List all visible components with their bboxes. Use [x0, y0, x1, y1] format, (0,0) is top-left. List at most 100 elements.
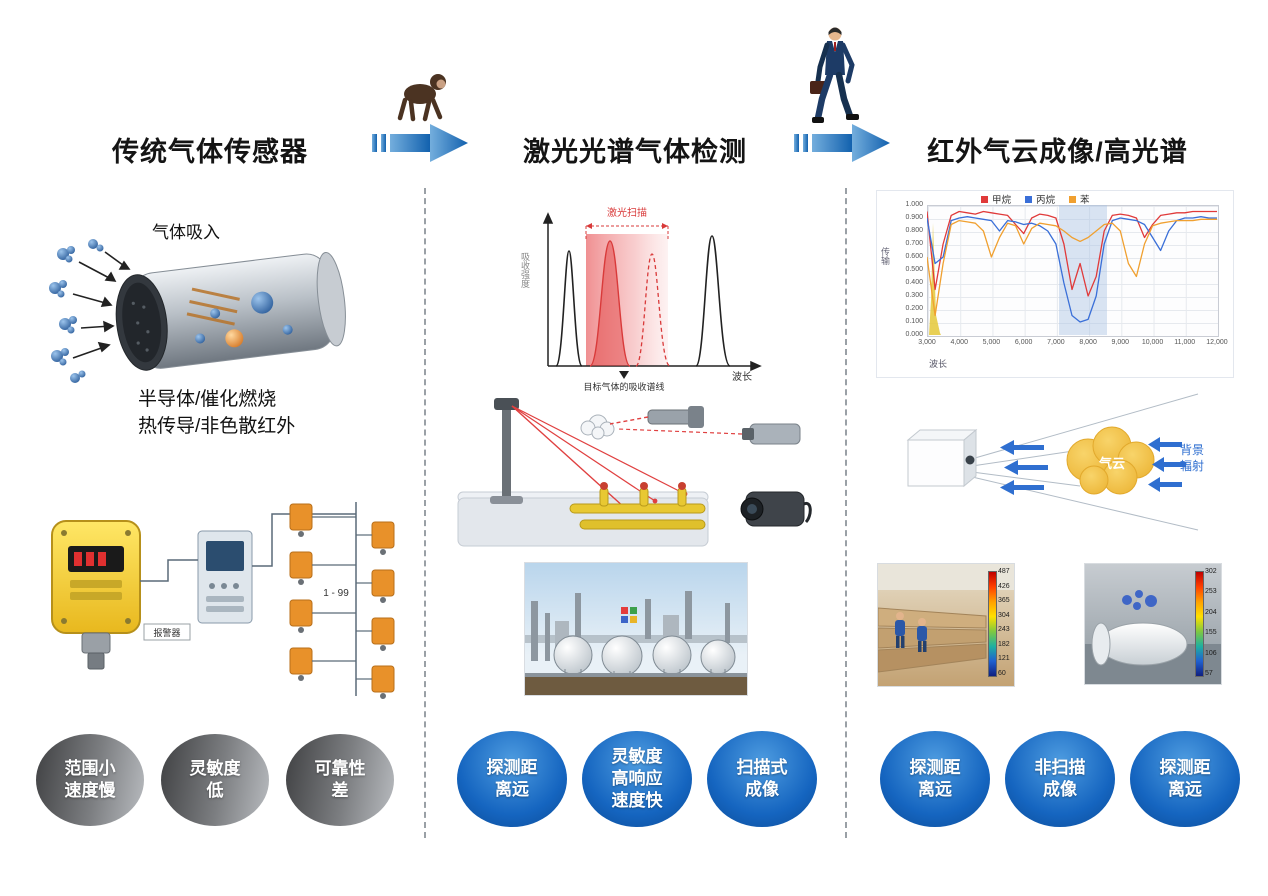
badge-line: 成像	[745, 780, 779, 799]
wavelength-label: 波长	[732, 370, 752, 383]
telescopic-detector	[617, 423, 801, 445]
badge-line: 低	[206, 781, 224, 800]
background-radiation-label-1: 背景	[1180, 443, 1204, 457]
x-tick-label: 8,000	[1079, 339, 1097, 346]
legend-item-methane: 甲烷	[981, 192, 1011, 206]
absorption-peak	[555, 250, 583, 367]
badge-line: 速度快	[611, 791, 663, 810]
arrow-right-icon-2	[794, 122, 890, 164]
sensor-caption-line2: 热传导/非色散红外	[138, 416, 296, 437]
badge-line: 离远	[918, 780, 952, 799]
benzene-color-swatch	[1069, 195, 1077, 203]
legend-label: 甲烷	[992, 195, 1012, 206]
legend-label: 苯	[1080, 195, 1090, 206]
detector-tag: 报警器	[143, 623, 191, 641]
x-axis-label: 波长	[929, 359, 948, 369]
x-tick-label: 7,000	[1047, 339, 1065, 346]
advantage-badge-scanning: 扫描式 成像	[707, 731, 817, 827]
y-tick-label: 0.000	[905, 331, 923, 338]
y-tick-label: 0.500	[905, 266, 923, 273]
badge-line: 灵敏度	[189, 759, 241, 778]
y-tick-label: 0.400	[905, 279, 923, 286]
advantage-badge-nonscanning: 非扫描 成像	[1005, 731, 1115, 827]
target-line-label: 目标气体的吸收谱线	[583, 381, 664, 392]
handheld-laser-detector	[609, 406, 704, 428]
stage-title-laser: 激光光谱气体检测	[523, 137, 747, 167]
x-tick-label: 12,000	[1206, 339, 1228, 346]
target-marker-icon	[619, 371, 629, 379]
legend-item-benzene: 苯	[1069, 192, 1090, 206]
limitation-badge-range: 范围小 速度慢	[36, 734, 144, 826]
y-tick-label: 0.300	[905, 292, 923, 299]
gas-alarm-system-illustration: 报警器	[40, 496, 408, 704]
laser-scan-label: 激光扫描	[607, 206, 647, 219]
scale-value: 106	[1205, 649, 1217, 657]
spherical-tanks	[553, 635, 736, 677]
scale-value: 204	[1205, 608, 1217, 616]
businessman-icon	[808, 25, 860, 127]
x-tick-label: 9,000	[1111, 339, 1130, 346]
gas-pipes	[569, 482, 706, 530]
badge-line: 非扫描	[1034, 758, 1086, 777]
detector-tag-label: 报警器	[153, 627, 180, 638]
gas-molecule-icons	[49, 239, 131, 383]
chart-legend: 甲烷 丙烷 苯	[981, 192, 1090, 206]
advantage-badge-distance: 探测距 离远	[457, 731, 567, 827]
thermal-colorbar	[988, 571, 997, 677]
badge-line: 成像	[1043, 780, 1077, 799]
badge-line: 离远	[495, 780, 529, 799]
y-tick-label: 0.600	[905, 253, 923, 260]
advantage-badge-distance-2: 探测距 离远	[880, 731, 990, 827]
fixed-gas-detector	[51, 520, 141, 670]
x-tick-label: 5,000	[982, 339, 1001, 346]
detector-count-label: 1 - 99	[323, 588, 349, 599]
scale-value: 426	[998, 582, 1010, 590]
watermark-squares	[621, 607, 637, 623]
legend-label: 丙烷	[1036, 195, 1056, 206]
absorption-axis-label: 吸收强度	[520, 252, 530, 288]
ir-imager-device	[906, 428, 978, 488]
industrial-towers	[525, 591, 747, 661]
badge-line: 灵敏度	[611, 747, 663, 766]
scale-value: 365	[998, 597, 1010, 605]
system-wiring	[140, 502, 357, 696]
scale-value: 243	[998, 626, 1010, 634]
x-tick-label: 10,000	[1141, 339, 1164, 346]
badge-line: 探测距	[1159, 758, 1211, 777]
y-tick-label: 0.100	[905, 318, 923, 325]
badge-line: 探测距	[909, 758, 961, 777]
gas-cloud-label: 气云	[1099, 456, 1125, 471]
arrow-right-icon-1	[372, 122, 468, 164]
storage-tank	[1091, 622, 1188, 666]
background-radiation-label-2: 辐射	[1180, 458, 1204, 473]
yellow-spike	[929, 223, 941, 335]
badge-line: 可靠性	[314, 759, 366, 778]
badge-line: 范围小	[64, 759, 116, 778]
y-tick-label: 0.700	[905, 240, 923, 247]
y-tick-label: 0.200	[905, 305, 923, 312]
ir-camera	[740, 491, 812, 527]
plot-grid	[927, 205, 1219, 337]
badge-line: 差	[331, 781, 349, 800]
gas-cloud	[1066, 426, 1155, 495]
stage-title-traditional: 传统气体传感器	[112, 137, 308, 167]
thermal-colorbar	[1195, 571, 1204, 677]
gas-cloud-imaging-scene: 气云 背景 辐射	[898, 390, 1205, 532]
spectra-series	[927, 205, 1217, 335]
gas-detection-blobs	[1122, 590, 1157, 610]
y-tick-label: 1.000	[905, 201, 923, 208]
limitation-badge-reliability: 可靠性 差	[286, 734, 394, 826]
x-tick-label: 4,000	[950, 339, 968, 346]
limitation-badge-sensitivity: 灵敏度 低	[161, 734, 269, 826]
absorption-peak	[695, 235, 731, 367]
stage-title-infrared: 红外气云成像/高光谱	[927, 137, 1188, 167]
laser-line-peak-dashed	[635, 253, 671, 367]
radiation-arrows-to-device	[1000, 440, 1048, 495]
